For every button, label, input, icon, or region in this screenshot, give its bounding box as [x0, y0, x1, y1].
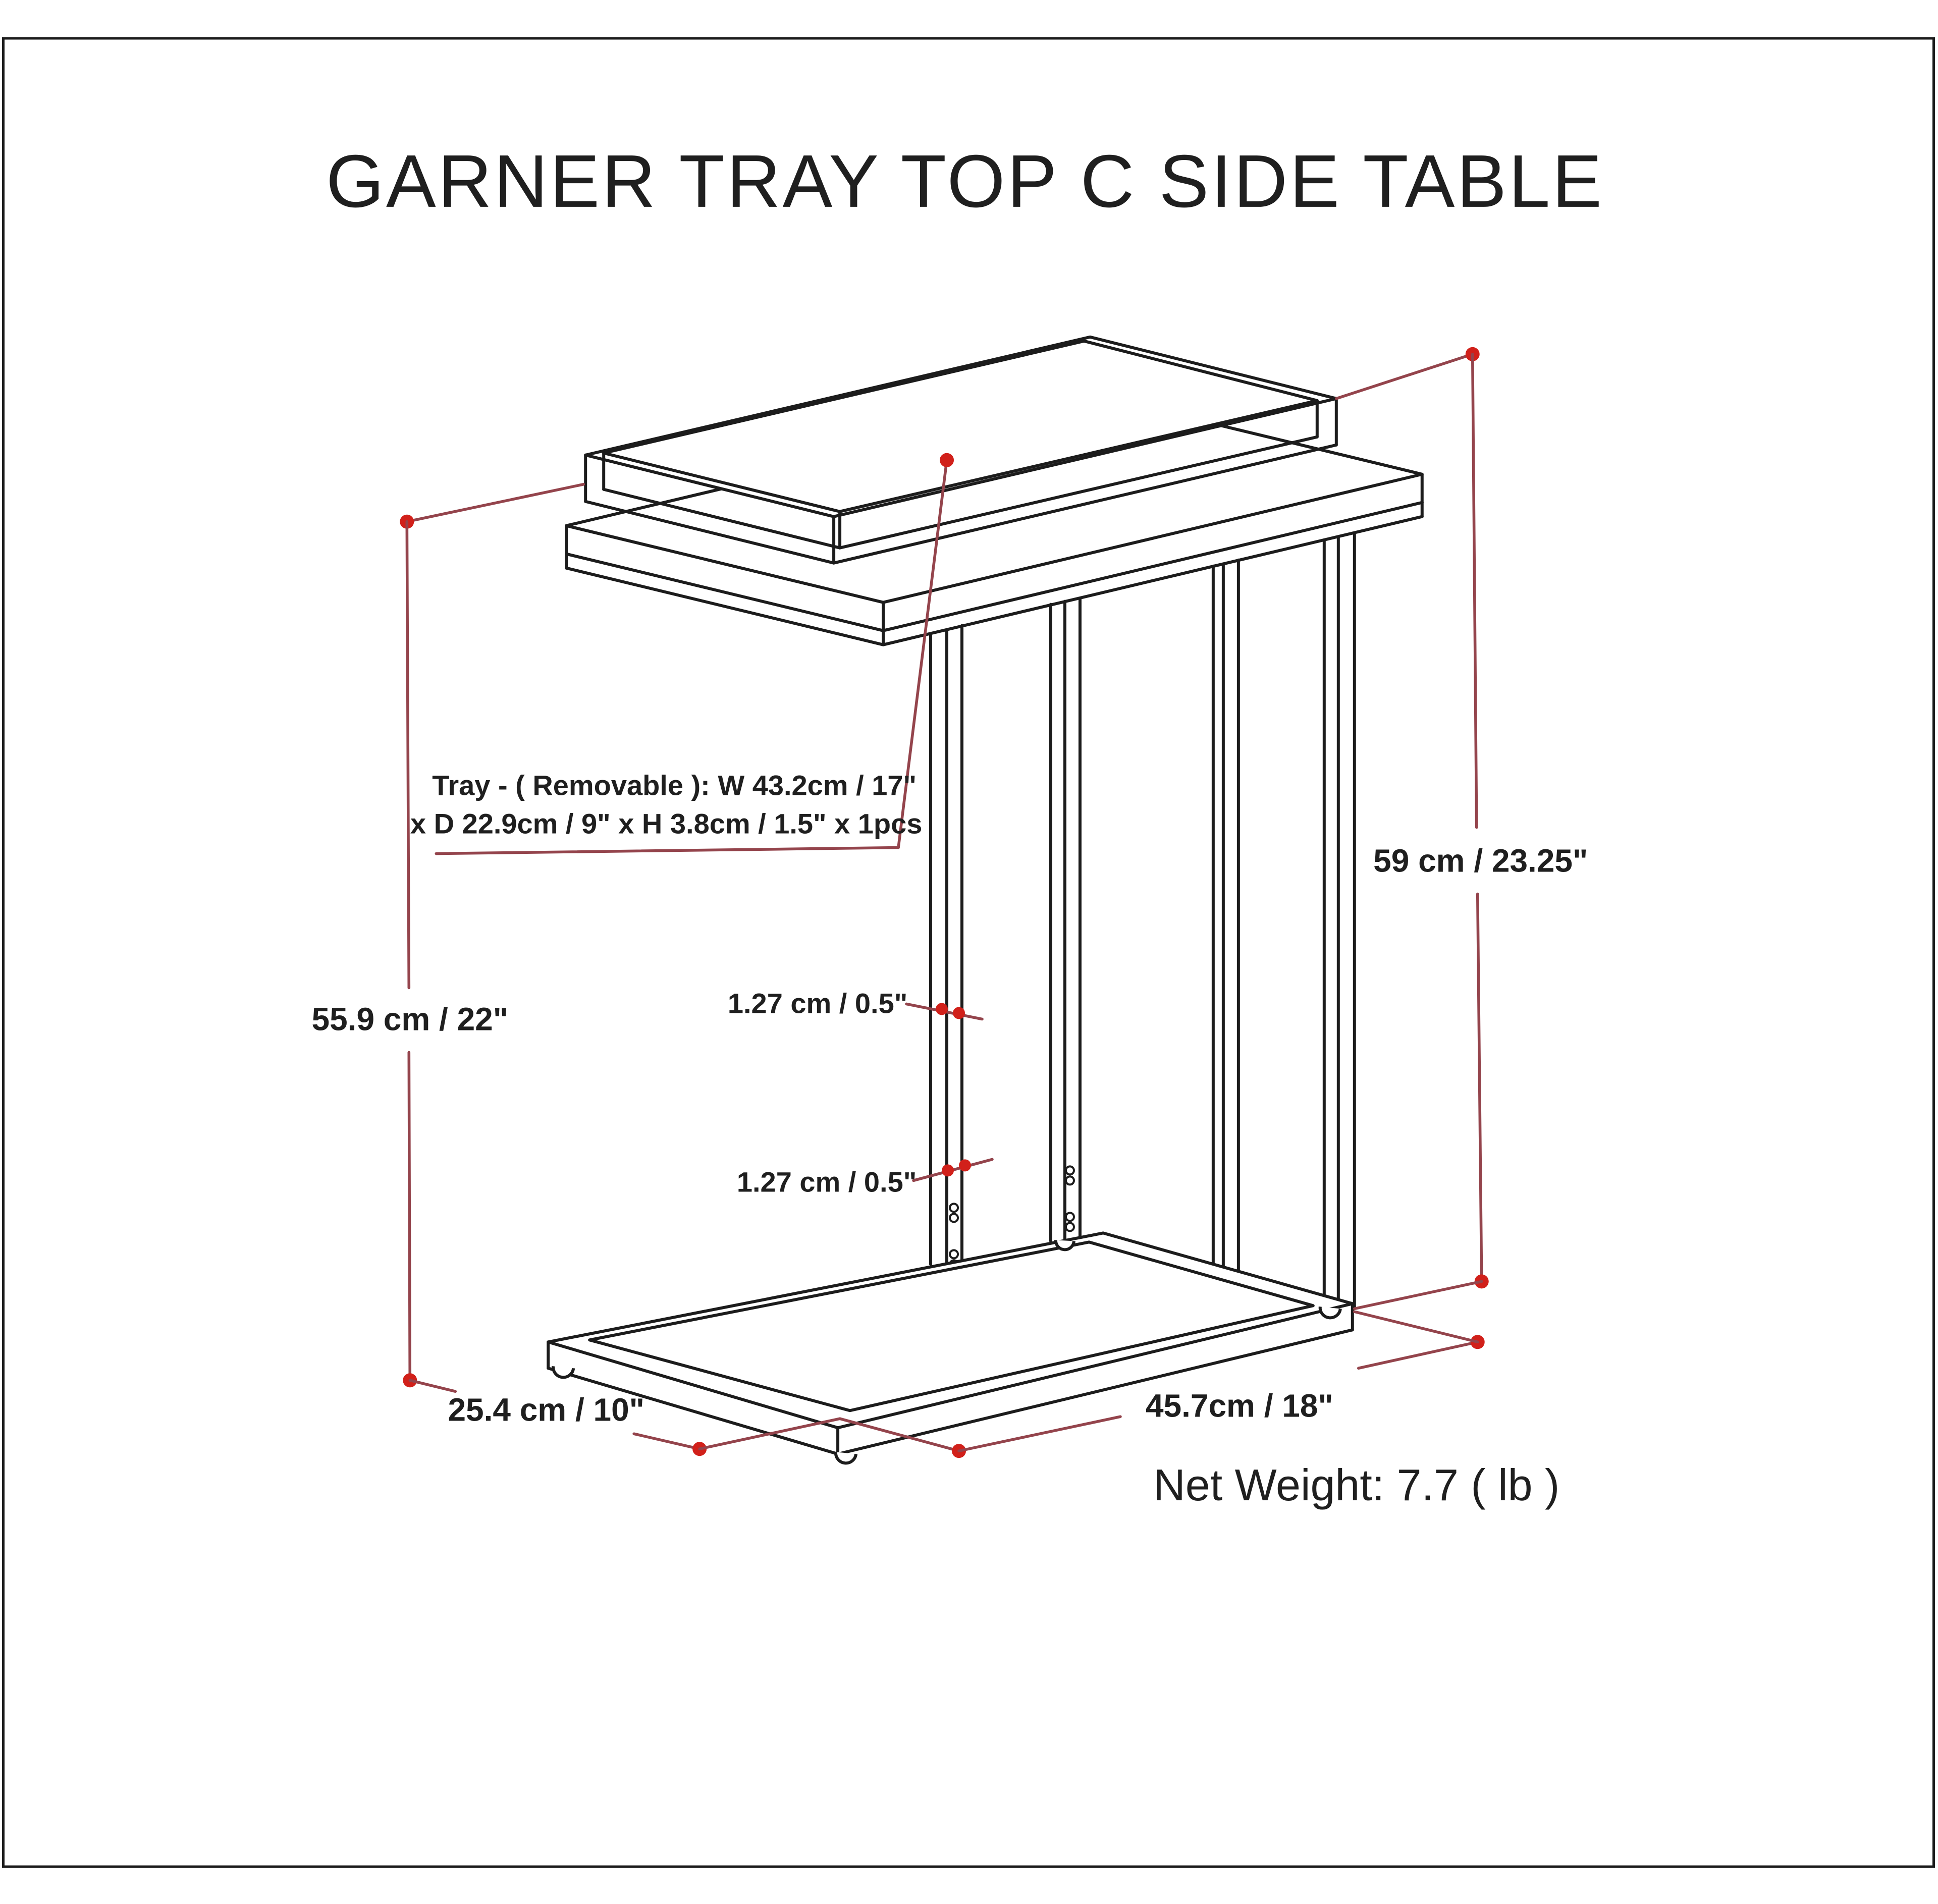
leg-back-left: [1049, 596, 1082, 1243]
foot-right: [1318, 1307, 1342, 1320]
base-frame: [547, 1231, 1354, 1465]
depth-dimension: [408, 1379, 841, 1456]
net-weight-label: Net Weight: 7.7 ( lb ): [1153, 1460, 1559, 1510]
tray-top: [584, 335, 1338, 565]
length-dimension: [838, 1310, 1485, 1458]
dimension-lines: [400, 347, 1489, 1458]
depth-label: 25.4 cm / 10": [448, 1391, 644, 1428]
page-border: [2, 37, 1935, 1868]
table-drawing: [547, 335, 1424, 1465]
foot-left: [552, 1366, 575, 1379]
dimension-dot: [940, 453, 954, 467]
leg-front-right: [1211, 558, 1240, 1280]
height-left-dimension: [400, 482, 585, 1388]
tray-note-line1: Tray - ( Removable ): W 43.2cm / 17": [432, 770, 917, 801]
length-label: 45.7cm / 18": [1146, 1387, 1333, 1424]
tube-upper-label: 1.27 cm / 0.5": [728, 987, 907, 1019]
page-title: GARNER TRAY TOP C SIDE TABLE: [326, 140, 1604, 223]
tray-note-line2: x D 22.9cm / 9" x H 3.8cm / 1.5" x 1pcs: [410, 808, 922, 840]
leg-front-left: [929, 624, 964, 1270]
tray-callout-leader: [435, 453, 954, 855]
height-left-label: 55.9 cm / 22": [312, 1001, 509, 1037]
labels: Tray - ( Removable ): W 43.2cm / 17" x D…: [312, 770, 1588, 1510]
height-right-dimension: [1335, 347, 1489, 1311]
foot-front: [834, 1451, 858, 1465]
leg-back-right: [1322, 531, 1356, 1311]
foot-leg-back-left: [1054, 1240, 1075, 1252]
tube-upper-leader: [905, 1002, 984, 1021]
height-right-label: 59 cm / 23.25": [1373, 843, 1588, 879]
tube-lower-leader: [912, 1158, 994, 1182]
tube-lower-label: 1.27 cm / 0.5": [737, 1166, 917, 1198]
legs: [929, 531, 1356, 1311]
